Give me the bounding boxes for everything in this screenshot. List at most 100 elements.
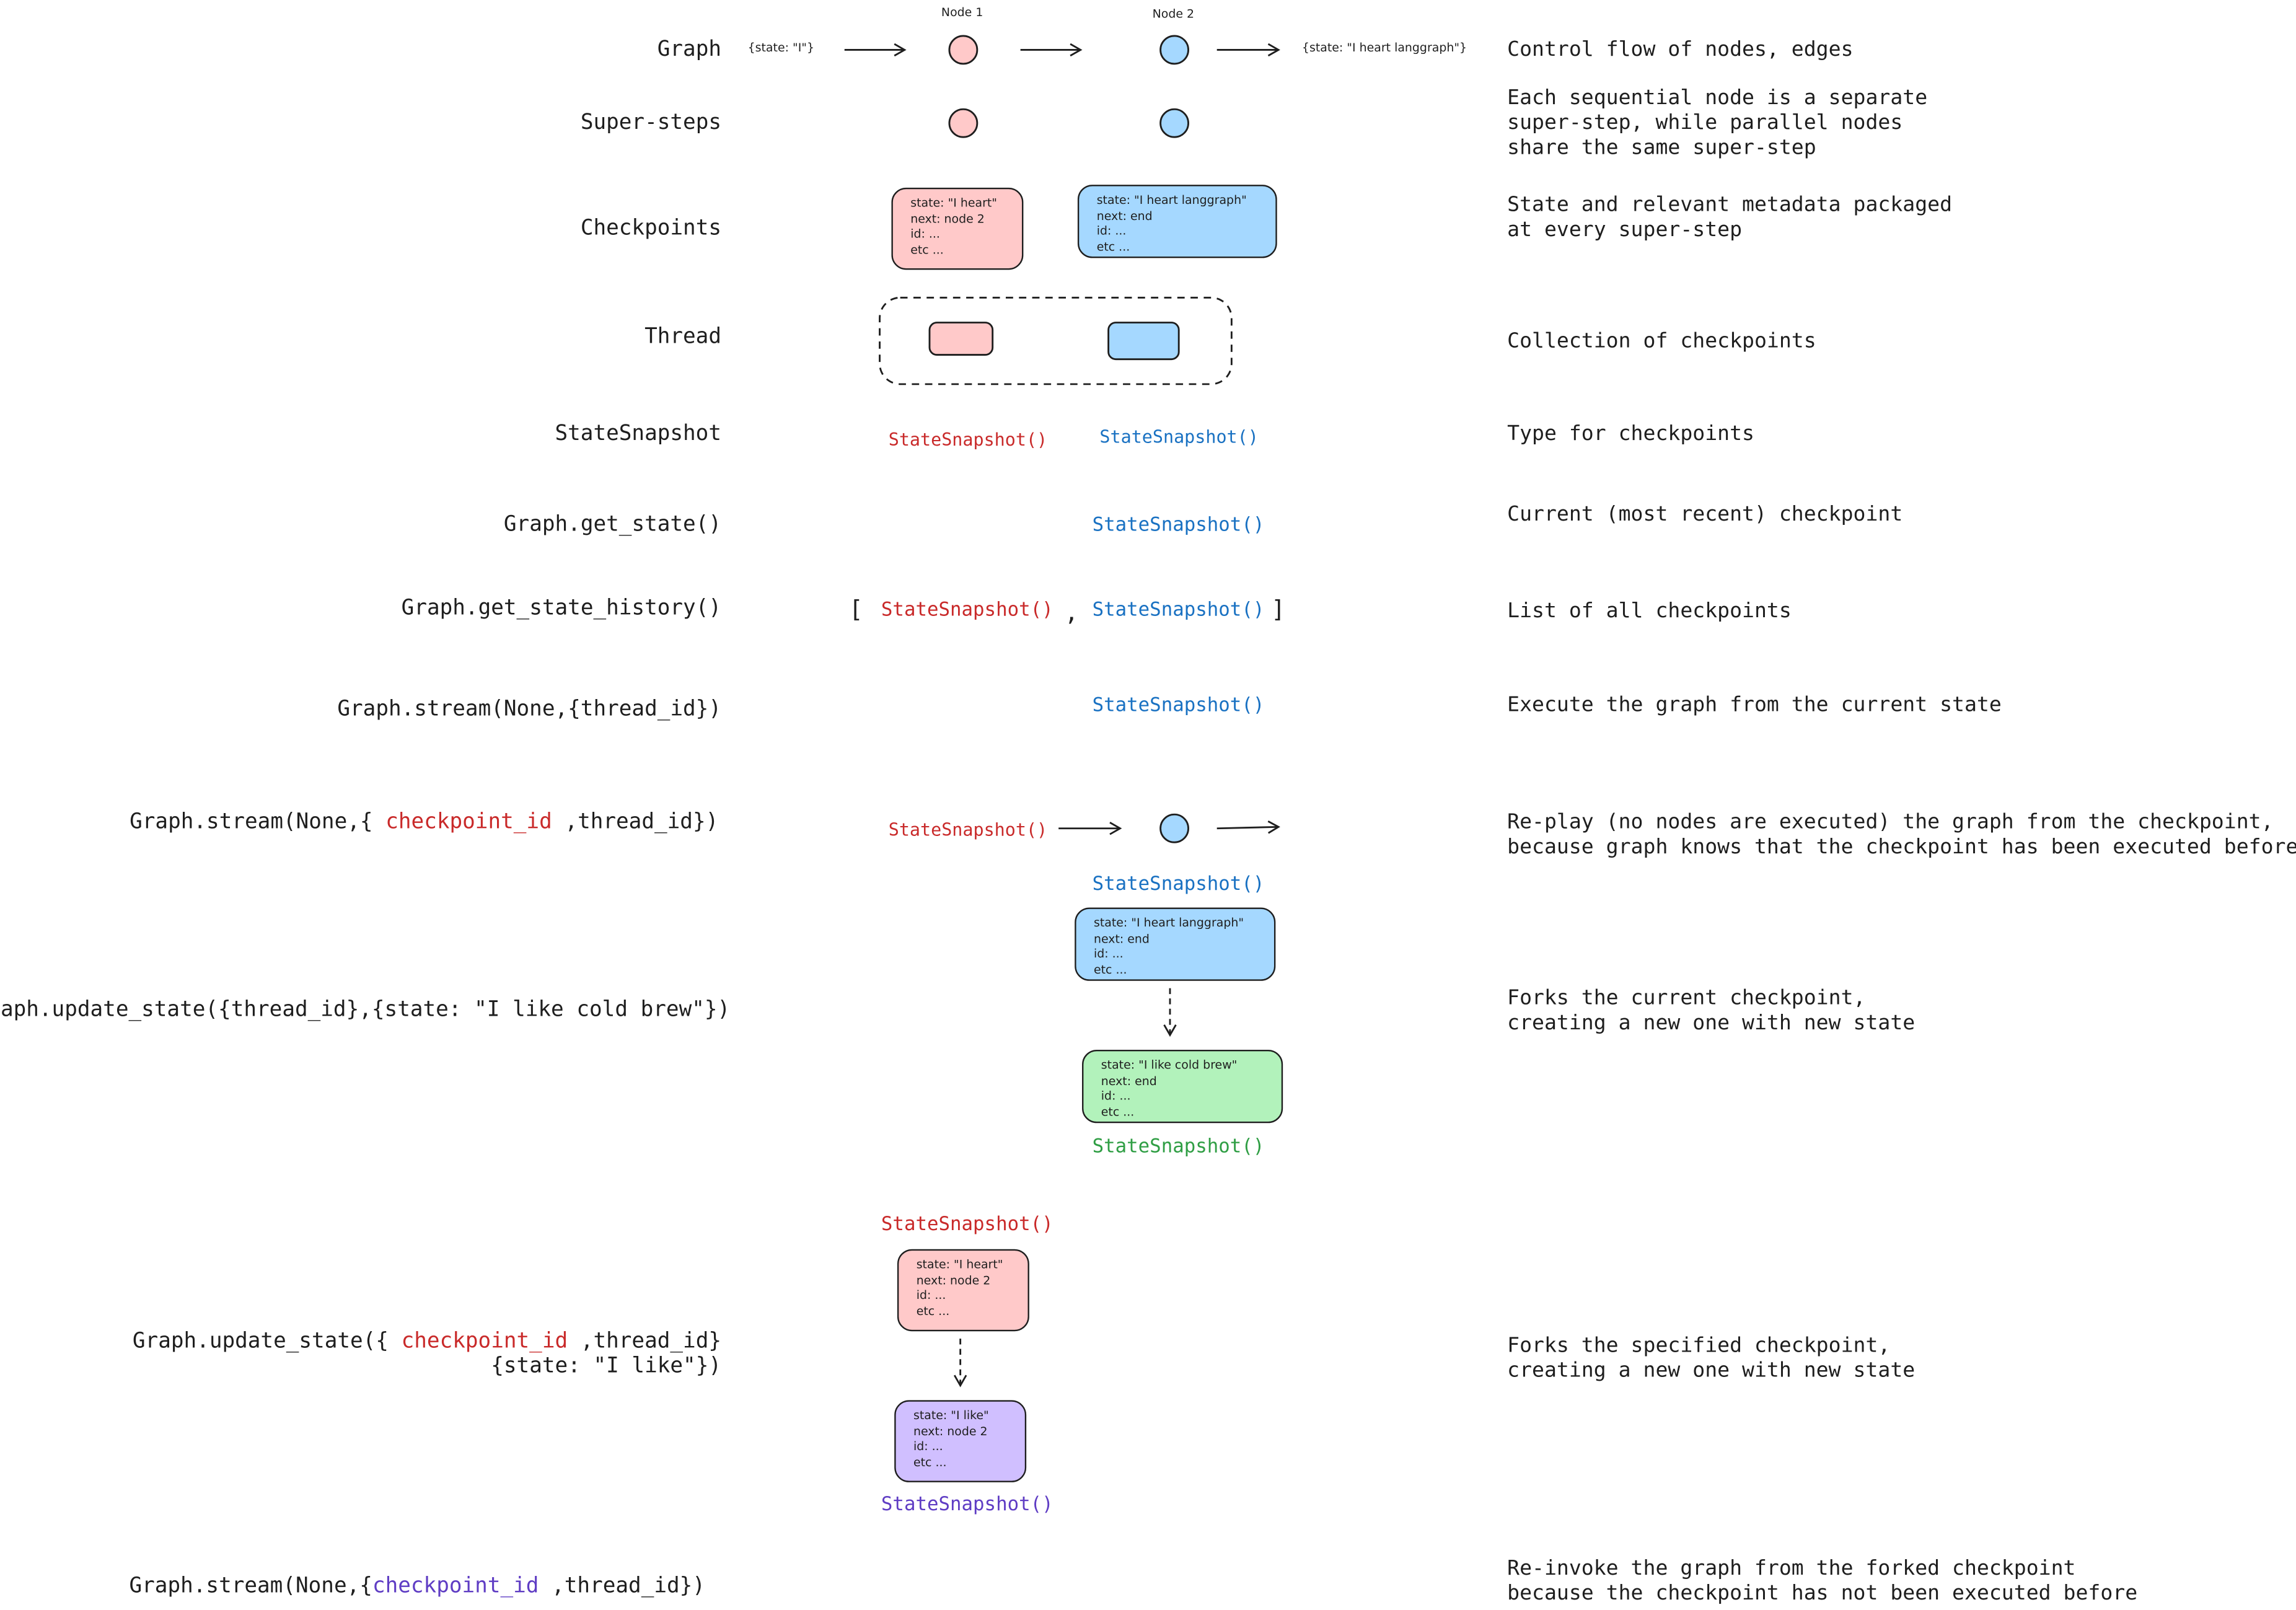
code-text: ,thread_id} — [568, 1329, 722, 1353]
superstep-1 — [948, 108, 979, 138]
desc-line: creating a new one with new state — [1507, 1011, 1916, 1036]
checkpoint-id-highlight: checkpoint_id — [401, 1329, 568, 1353]
desc-line: Each sequential node is a separate — [1507, 86, 1928, 110]
row-desc-update-state: Forks the current checkpoint, creating a… — [1507, 987, 1915, 1036]
desc-line: Re-invoke the graph from the forked chec… — [1507, 1557, 2076, 1581]
thread-checkpoint-2 — [1107, 322, 1180, 361]
row-label-thread: Thread — [644, 325, 722, 350]
row-label-update-state: Graph.update_state({thread_id},{state: "… — [0, 998, 731, 1023]
code-line-2: {state: "I like"}) — [491, 1355, 722, 1379]
cp-line: next: node 2 — [916, 1273, 991, 1287]
row-label-get-state-history: Graph.get_state_history() — [401, 596, 722, 620]
cp-line: state: "I heart langgraph" — [1093, 916, 1244, 930]
cp-line: state: "I heart langgraph" — [1096, 193, 1247, 207]
cp-line: state: "I heart" — [910, 196, 998, 210]
graph-output-state: {state: "I heart langgraph"} — [1301, 41, 1467, 55]
list-separator: , — [1064, 598, 1079, 627]
code-line-1: Graph.update_state({ checkpoint_id ,thre… — [133, 1330, 721, 1355]
cp-line: next: end — [1096, 209, 1153, 222]
checkpoint-id-highlight: checkpoint_id — [372, 1574, 539, 1598]
code-text: ,thread_id}) — [552, 811, 719, 835]
snapshot-node1: StateSnapshot() — [888, 429, 1048, 451]
history-snapshot-2: StateSnapshot() — [1092, 599, 1265, 622]
code-text: Graph.update_state({ — [132, 1329, 402, 1353]
desc-line: Re-play (no nodes are executed) the grap… — [1507, 811, 2274, 835]
desc-line: because graph knows that the checkpoint … — [1507, 835, 2296, 860]
replay-snapshot: StateSnapshot() — [888, 819, 1048, 840]
row-desc-get-state: Current (most recent) checkpoint — [1507, 503, 1903, 527]
row-desc-checkpoints: State and relevant metadata packaged at … — [1507, 193, 1952, 243]
superstep-2 — [1159, 108, 1189, 138]
replay-node-2 — [1159, 813, 1189, 843]
row-desc-graph: Control flow of nodes, edges — [1507, 38, 1854, 62]
cp-line: state: "I like cold brew" — [1101, 1058, 1238, 1072]
cp-line: next: node 2 — [913, 1424, 988, 1438]
cp-line: state: "I like" — [913, 1409, 989, 1422]
node-1-label: Node 1 — [941, 6, 983, 19]
row-label-statesnapshot: StateSnapshot — [555, 422, 722, 446]
node-2-label: Node 2 — [1152, 7, 1195, 21]
row-label-checkpoints: Checkpoints — [580, 217, 722, 241]
row-desc-get-state-history: List of all checkpoints — [1507, 599, 1792, 623]
cp-line: state: "I heart" — [916, 1257, 1003, 1272]
cp-line: id: ... — [910, 227, 940, 241]
desc-line: share the same super-step — [1507, 136, 1816, 160]
row-label-stream-thread: Graph.stream(None,{thread_id}) — [337, 698, 722, 722]
history-snapshot-1: StateSnapshot() — [881, 599, 1053, 622]
thread-checkpoint-1 — [928, 322, 994, 356]
update-forked-snapshot: StateSnapshot() — [1092, 1136, 1265, 1159]
cp-line: etc ... — [913, 1455, 947, 1469]
cp-line: etc ... — [910, 242, 944, 256]
cp-line: etc ... — [1096, 239, 1130, 253]
cp-line: id: ... — [916, 1288, 946, 1302]
list-open-bracket: [ — [848, 595, 863, 623]
code-text: Graph.stream(None,{ — [129, 1574, 372, 1598]
desc-line: at every super-step — [1507, 218, 1743, 242]
code-text: ,thread_id}) — [539, 1574, 705, 1598]
row-desc-supersteps: Each sequential node is a separate super… — [1507, 87, 1927, 162]
stream-thread-snapshot: StateSnapshot() — [1092, 695, 1265, 717]
desc-line: because the checkpoint has not been exec… — [1507, 1581, 2138, 1606]
replay-arrow-out — [1216, 820, 1280, 834]
code-text: Graph.stream(None,{ — [130, 811, 386, 835]
cp-line: etc ... — [1101, 1104, 1135, 1118]
row-desc-thread: Collection of checkpoints — [1507, 330, 1816, 354]
cp-line: id: ... — [1093, 947, 1124, 961]
desc-line: State and relevant metadata packaged — [1507, 193, 1953, 218]
checkpoint-id-highlight: checkpoint_id — [385, 811, 552, 835]
specified-source-snapshot: StateSnapshot() — [881, 1213, 1053, 1236]
row-label-stream-forked: Graph.stream(None,{checkpoint_id ,thread… — [129, 1575, 705, 1600]
update-forked-checkpoint: state: "I like cold brew" next: end id: … — [1082, 1049, 1283, 1124]
row-label-stream-checkpoint: Graph.stream(None,{ checkpoint_id ,threa… — [130, 811, 718, 836]
get-state-snapshot: StateSnapshot() — [1092, 514, 1265, 537]
cp-line: id: ... — [1096, 224, 1127, 238]
desc-line: super-step, while parallel nodes — [1507, 111, 1903, 135]
desc-line: creating a new one with new state — [1507, 1359, 1916, 1383]
specified-forked-snapshot: StateSnapshot() — [881, 1493, 1053, 1516]
desc-line: Forks the specified checkpoint, — [1507, 1334, 1891, 1358]
row-label-get-state: Graph.get_state() — [503, 513, 722, 537]
row-label-graph: Graph — [657, 38, 722, 62]
specified-forked-checkpoint: state: "I like" next: node 2 id: ... etc… — [894, 1400, 1027, 1482]
row-desc-update-state-checkpoint: Forks the specified checkpoint, creating… — [1507, 1334, 1915, 1384]
specified-source-checkpoint: state: "I heart" next: node 2 id: ... et… — [897, 1249, 1029, 1332]
row-label-supersteps: Super-steps — [580, 111, 722, 135]
node-1 — [948, 35, 979, 65]
desc-line: Forks the current checkpoint, — [1507, 987, 1866, 1011]
checkpoint-box-node2: state: "I heart langgraph" next: end id:… — [1077, 185, 1277, 258]
cp-line: next: node 2 — [910, 211, 985, 226]
update-source-checkpoint: state: "I heart langgraph" next: end id:… — [1075, 907, 1276, 981]
cp-line: next: end — [1101, 1074, 1157, 1088]
row-label-update-state-checkpoint: Graph.update_state({ checkpoint_id ,thre… — [133, 1330, 721, 1381]
node-2 — [1159, 35, 1189, 65]
cp-line: etc ... — [1093, 962, 1127, 976]
cp-line: id: ... — [1101, 1089, 1131, 1103]
snapshot-node2: StateSnapshot() — [1099, 426, 1259, 447]
update-source-snapshot: StateSnapshot() — [1092, 874, 1265, 896]
row-desc-stream-forked: Re-invoke the graph from the forked chec… — [1507, 1557, 2137, 1607]
cp-line: etc ... — [916, 1304, 950, 1317]
cp-line: id: ... — [913, 1440, 943, 1453]
graph-input-state: {state: "I"} — [747, 41, 815, 55]
